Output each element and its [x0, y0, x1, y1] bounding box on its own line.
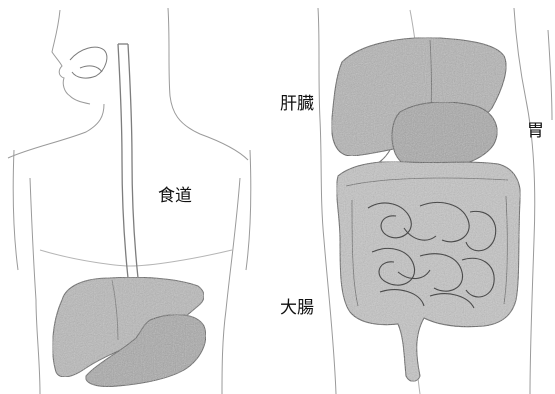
large-intestine-label: 大腸 — [280, 298, 314, 318]
esophagus-label: 食道 — [158, 186, 192, 206]
liver-label: 肝臓 — [280, 94, 314, 114]
esophagus-tube — [118, 44, 138, 278]
stomach-label: 胃 — [527, 121, 544, 141]
